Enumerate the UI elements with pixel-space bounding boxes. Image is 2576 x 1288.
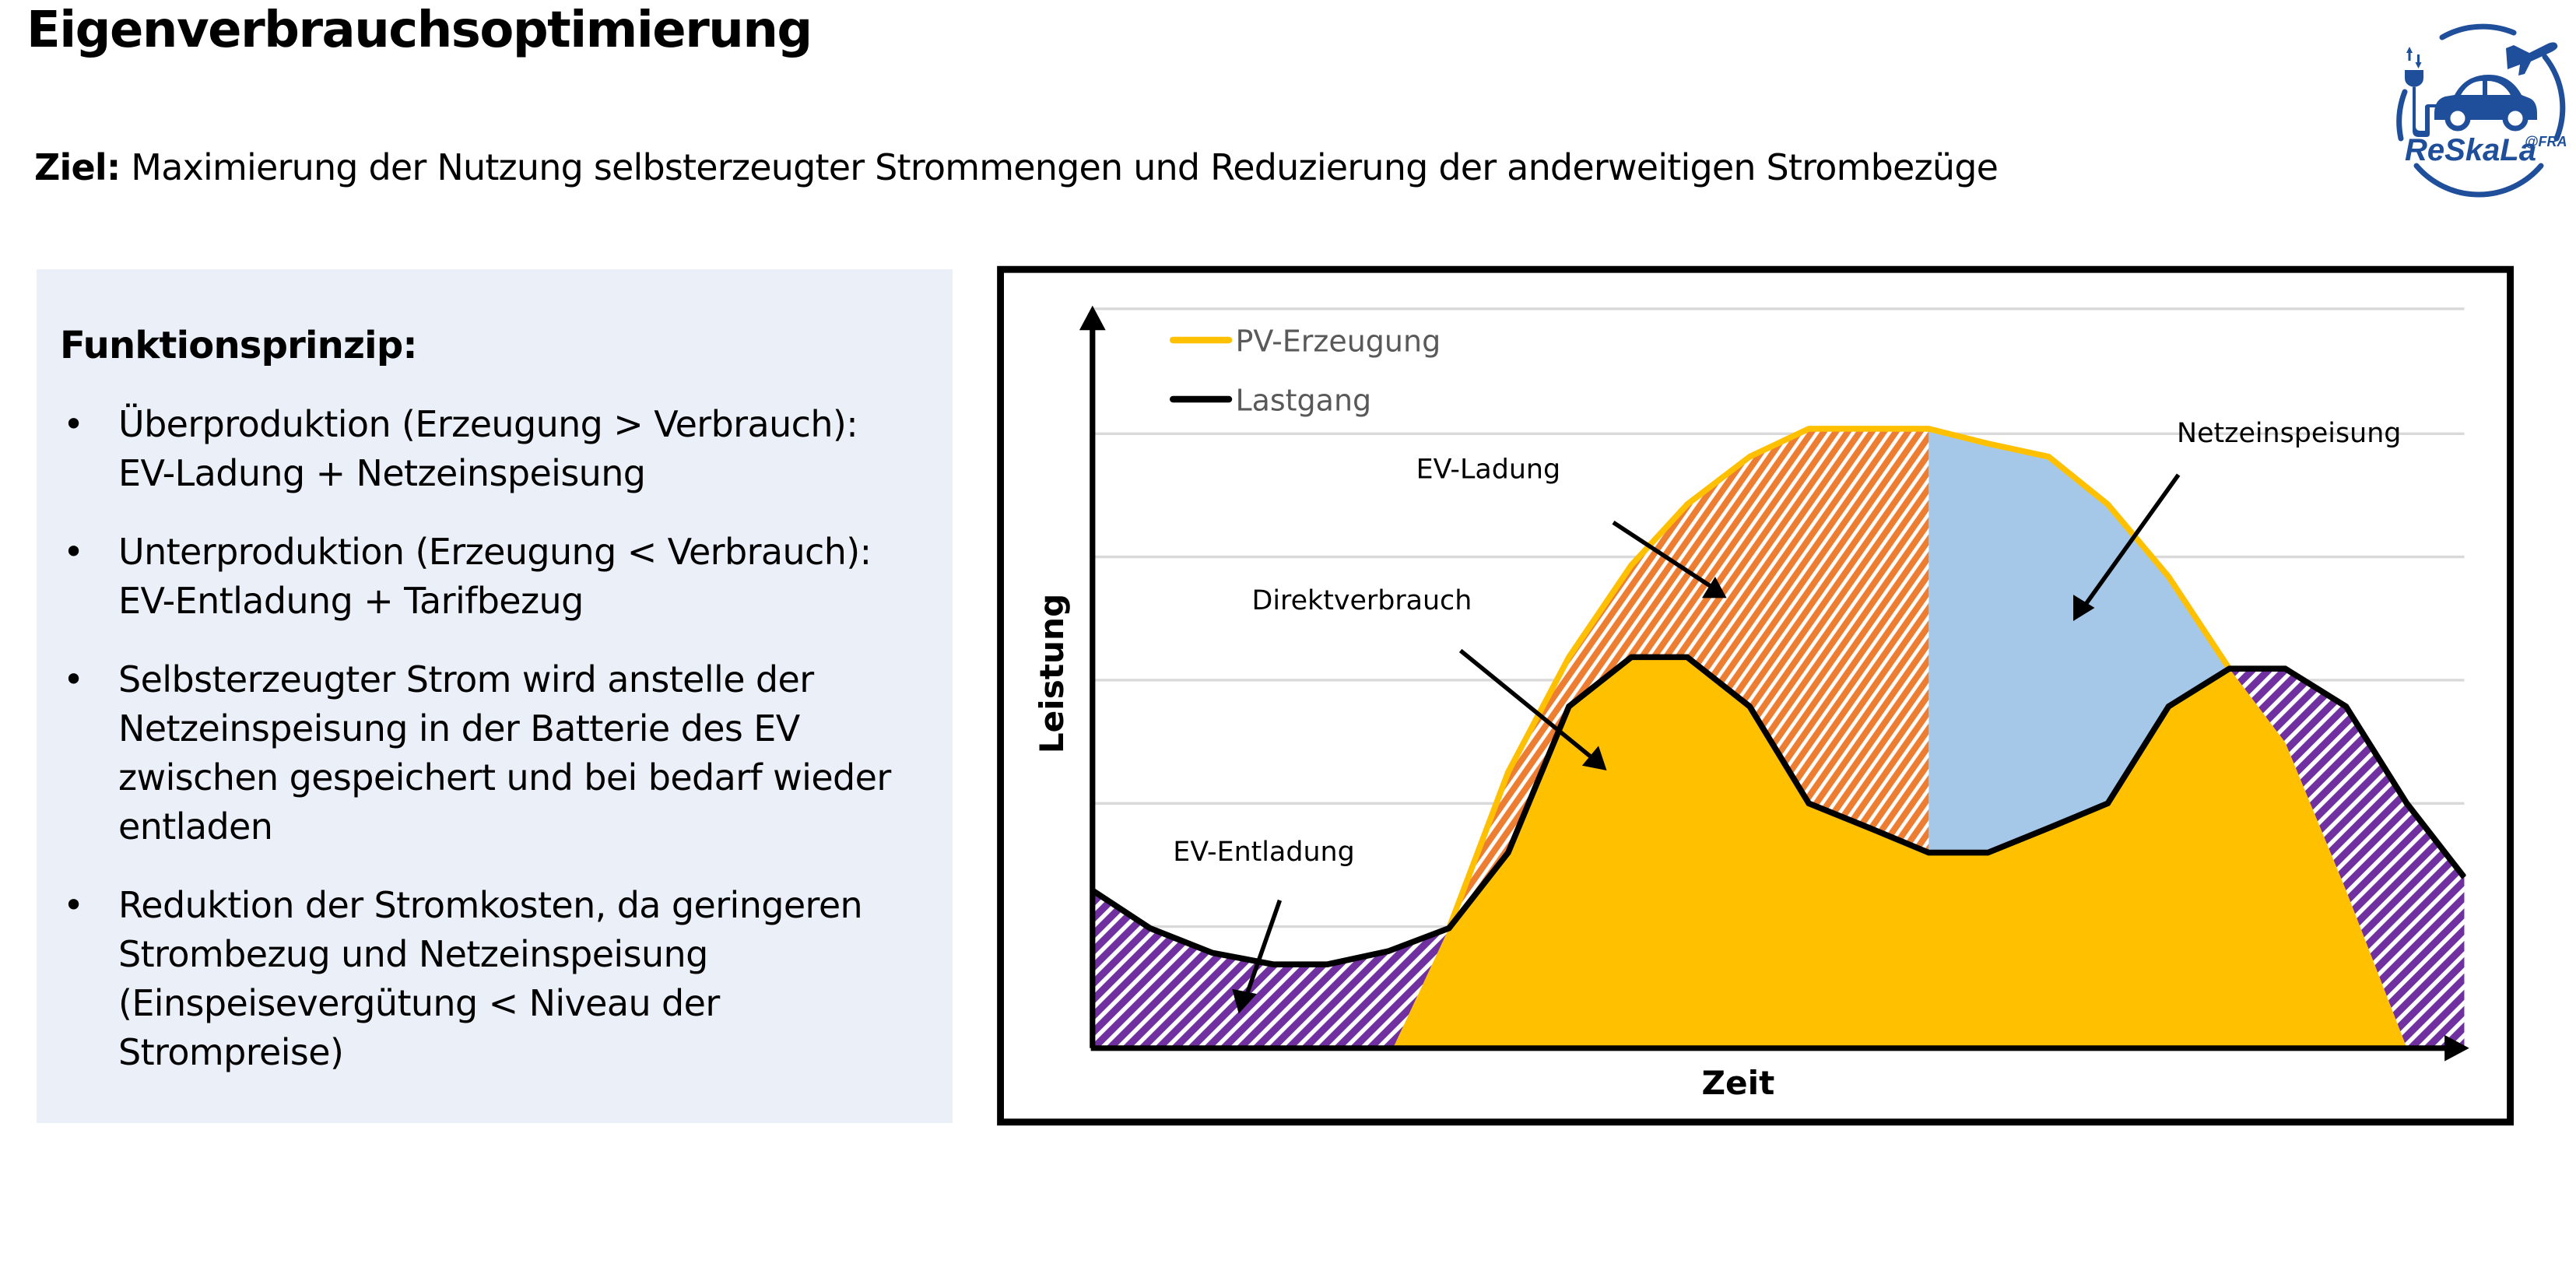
arrowhead-icon bbox=[1581, 746, 1607, 771]
reskala-logo: ReSkaLa @FRA bbox=[2396, 23, 2567, 198]
region-ev-ladung bbox=[1448, 428, 1929, 928]
logo-ring-top bbox=[2439, 23, 2517, 40]
arrow-ev-ladung bbox=[1612, 520, 1715, 591]
list-item: • Reduktion der Stromkosten, da geringer… bbox=[60, 881, 921, 1077]
function-principle-panel: Funktionsprinzip: • Überproduktion (Erze… bbox=[37, 269, 953, 1123]
list-item-line: Netzeinspeisung in der Batterie des EV bbox=[118, 707, 800, 749]
bullet-icon: • bbox=[63, 884, 84, 926]
panel-heading: Funktionsprinzip: bbox=[60, 324, 418, 367]
list-item: • Unterproduktion (Erzeugung < Verbrauch… bbox=[60, 528, 921, 626]
logo-suffix: @FRA bbox=[2525, 134, 2567, 149]
y-axis-arrow-icon bbox=[1079, 305, 1106, 331]
region-ev-entladung-right bbox=[2229, 669, 2465, 1048]
axes bbox=[1079, 305, 2469, 1062]
list-item-line: EV-Entladung + Tarifbezug bbox=[118, 580, 584, 622]
list-item: • Selbsterzeugter Strom wird anstelle de… bbox=[60, 655, 921, 851]
bullet-icon: • bbox=[63, 658, 84, 700]
pv-erzeugung-line bbox=[1446, 426, 2232, 930]
logo-ring-bottom bbox=[2413, 163, 2544, 198]
page-title: Eigenverbrauchsoptimierung bbox=[26, 2, 812, 59]
list-item-line: Strombezug und Netzeinspeisung bbox=[118, 933, 708, 975]
list-item-line: Reduktion der Stromkosten, da geringeren bbox=[118, 884, 863, 926]
arrow-ev-entladung bbox=[1243, 899, 1283, 1000]
x-axis-arrow-icon bbox=[2444, 1034, 2469, 1062]
lastgang-line bbox=[1092, 654, 2466, 967]
arrow-direktverbrauch bbox=[1458, 648, 1595, 761]
car-icon bbox=[2434, 75, 2537, 132]
annotations: EV-Ladung Direktverbrauch Netzeinspeisun… bbox=[1173, 418, 2401, 1014]
region-ev-entladung-left bbox=[1092, 890, 1449, 1048]
list-item-line: Strompreise) bbox=[118, 1031, 344, 1073]
goal-label: Ziel: bbox=[34, 146, 121, 188]
annotation-ev-ladung: EV-Ladung bbox=[1416, 454, 1560, 485]
bullet-icon: • bbox=[63, 531, 84, 573]
legend-label-pv: PV-Erzeugung bbox=[1235, 325, 1441, 359]
list-item-line: (Einspeisevergütung < Niveau der bbox=[118, 982, 720, 1024]
principle-list: • Überproduktion (Erzeugung > Verbrauch)… bbox=[60, 400, 921, 1077]
list-item-line: Selbsterzeugter Strom wird anstelle der bbox=[118, 658, 814, 700]
arrowhead-icon bbox=[2073, 595, 2095, 621]
logo-ring-left bbox=[2396, 89, 2408, 142]
annotation-ev-entladung: EV-Entladung bbox=[1173, 837, 1354, 868]
list-item-line: zwischen gespeichert und bei bedarf wied… bbox=[118, 756, 891, 798]
list-item-line: entladen bbox=[118, 805, 273, 848]
list-item: • Überproduktion (Erzeugung > Verbrauch)… bbox=[60, 400, 921, 498]
bullet-icon: • bbox=[63, 403, 84, 445]
region-netzeinspeisung bbox=[1928, 428, 2230, 853]
goal-statement: Ziel: Maximierung der Nutzung selbsterze… bbox=[34, 146, 1999, 188]
goal-text: Maximierung der Nutzung selbsterzeugter … bbox=[120, 146, 1999, 188]
arrowhead-icon bbox=[1701, 576, 1727, 598]
legend: PV-Erzeugung Lastgang bbox=[1170, 325, 1441, 418]
region-direktverbrauch bbox=[1393, 657, 2407, 1048]
legend-label-lastgang: Lastgang bbox=[1235, 384, 1371, 418]
logo-wordmark: ReSkaLa bbox=[2405, 133, 2536, 167]
arrowhead-icon bbox=[1232, 988, 1257, 1014]
y-axis-label: Leistung bbox=[1033, 594, 1071, 754]
annotation-netzeinspeisung: Netzeinspeisung bbox=[2177, 418, 2401, 449]
plug-icon bbox=[2405, 47, 2436, 137]
list-item-line: Unterproduktion (Erzeugung < Verbrauch): bbox=[118, 531, 872, 573]
annotation-direktverbrauch: Direktverbrauch bbox=[1252, 585, 1472, 616]
list-item-line: EV-Ladung + Netzeinspeisung bbox=[118, 452, 646, 494]
logo-ring-right bbox=[2542, 54, 2566, 142]
arrow-netzeinspeisung bbox=[2081, 473, 2181, 609]
x-axis-label: Zeit bbox=[1701, 1064, 1774, 1102]
airplane-icon bbox=[2506, 42, 2558, 75]
list-item-line: Überproduktion (Erzeugung > Verbrauch): bbox=[118, 403, 858, 445]
